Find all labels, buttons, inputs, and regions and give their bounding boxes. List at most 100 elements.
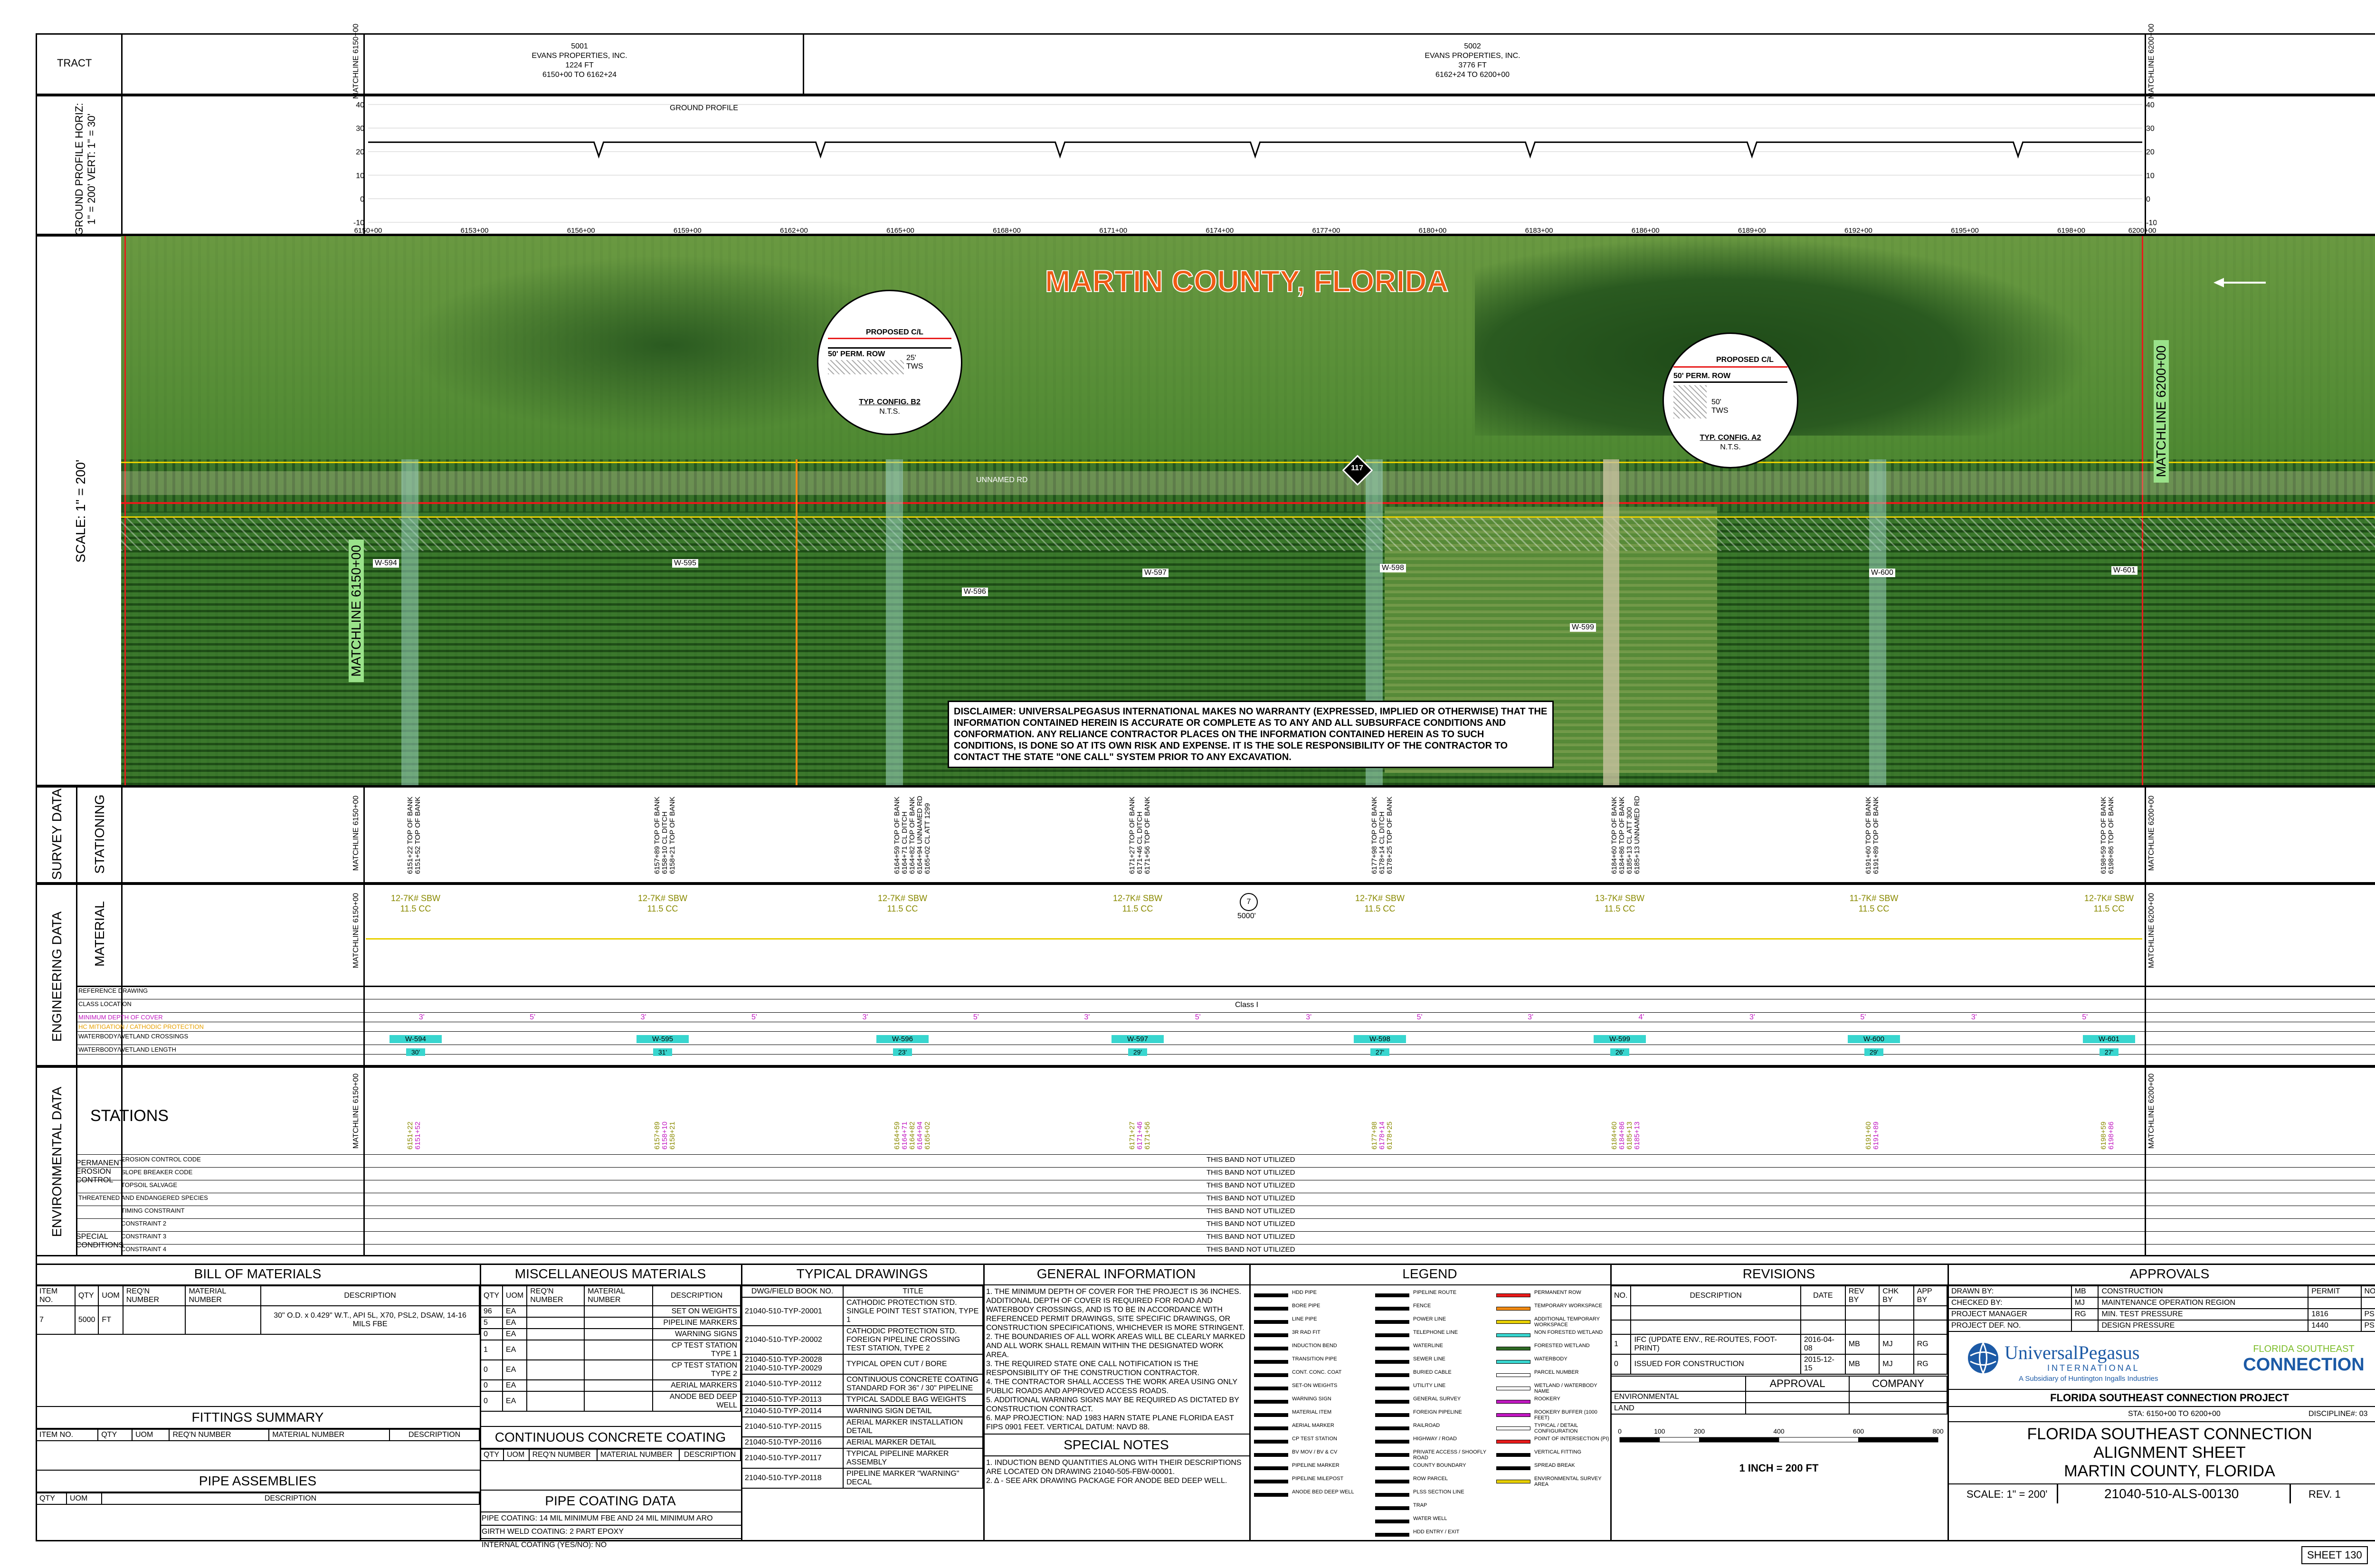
fittings-title: FITTINGS SUMMARY [36,1406,480,1429]
survey-matchline-left: MATCHLINE 6150+00 [352,795,360,871]
aerial-matchline-right: MATCHLINE 6200+00 [2154,340,2169,483]
aerial-scale-label: SCALE: 1" = 200' [73,459,88,563]
legend-symbol [1254,1333,1288,1337]
env-row-label: THREATENED AND ENDANGERED SPECIES [78,1194,208,1201]
fittings-table: ITEM NO. QTY UOM REQ'N NUMBER MATERIAL N… [35,1429,480,1441]
tract-parcel-2: 5002 EVANS PROPERTIES, INC. 3776 FT 6162… [1282,42,1662,80]
env-row-label: TOPSOIL SALVAGE [121,1181,178,1188]
survey-station-text: 6158+10 CL DITCH [661,811,669,874]
legend-symbol [1254,1413,1288,1417]
config-row: 50' PERM. ROW [1673,372,1731,380]
env-row-line [76,1218,2375,1219]
survey-station-text: 6185+13 CL ATT 300 [1625,807,1634,874]
appr-label: CHECKED BY: [1948,1297,2072,1309]
title-line-3: MARTIN COUNTY, FLORIDA [2064,1462,2275,1480]
env-station: 6177+98 [1370,1121,1378,1150]
special-note: 2. Δ - SEE ARK DRAWING PACKAGE FOR ANODE… [986,1477,1227,1485]
profile-station-tick: 6200+00 [2128,227,2156,235]
misc-cell: SET ON WEIGHTS [652,1305,741,1318]
env-station: 6164+82 [908,1121,916,1150]
legend-symbol [1496,1307,1530,1311]
tract-matchline-right: MATCHLINE 6200+00 [2147,23,2156,99]
bill-of-materials: BILL OF MATERIALS ITEM NO. QTY UOM REQ'N… [35,1264,480,1505]
misc-cell: PIPELINE MARKERS [652,1317,741,1329]
env-station: 6164+59 [893,1121,901,1150]
fit-h: REQ'N NUMBER [169,1429,270,1441]
legend-symbol [1375,1347,1409,1350]
wb-label: W-597 [1142,569,1168,577]
profile-y-tick: 0 [360,195,364,203]
legend-label: BURIED CABLE [1413,1369,1452,1375]
appr-label: MAINTENANCE OPERATION REGION [2098,1297,2309,1309]
typical-desc: AERIAL MARKER DETAIL [843,1436,983,1449]
eng-row-label: WATERBODY/WETLAND CROSSINGS [78,1033,189,1040]
typical-config-a2: PROPOSED C/L 50' PERM. ROW 50' TWS TYP. … [1662,333,1798,468]
side-divider [76,786,77,1256]
drawing-number: 21040-510-ALS-00130 [2104,1486,2239,1501]
scale-segment [1858,1437,1938,1443]
legend-label: MATERIAL ITEM [1292,1409,1332,1415]
typical-dwg: 21040-510-TYP-20118 [741,1468,844,1489]
title-line-1: FLORIDA SOUTHEAST CONNECTION [2027,1425,2312,1443]
typical-table: DWG/FIELD BOOK NO. TITLE 21040-510-TYP-2… [741,1285,983,1489]
legend-symbol [1254,1307,1288,1311]
env-station: 6158+10 [661,1121,669,1150]
eng-matchline-right: MATCHLINE 6200+00 [2147,893,2156,969]
bom-title: BILL OF MATERIALS [36,1264,480,1285]
appr-value: 1440 [2308,1320,2362,1332]
sbw-spacing: 11.5 CC [647,904,678,913]
config-row-line [1673,381,1787,383]
wb-label: W-595 [672,559,698,568]
legend-symbol [1375,1440,1409,1444]
rev-cell: IFC (UPDATE ENV., RE-ROUTES, FOOT-PRINT) [1630,1334,1801,1355]
approval-row: LAND [1610,1402,1746,1415]
typical-desc: CONTINUOUS CONCRETE COATING STANDARD FOR… [843,1374,983,1395]
cover-value: 3' [1084,1013,1090,1021]
legend-label: PARCEL NUMBER [1534,1369,1579,1375]
legend-symbol [1254,1440,1288,1444]
env-row-label: CONSTRAINT 3 [121,1233,167,1240]
legend-label: PIPELINE MILEPOST [1292,1476,1344,1482]
concrete-table: QTY UOM REQ'N NUMBER MATERIAL NUMBER DES… [480,1449,741,1461]
parcel-id: 5002 [1464,42,1481,50]
bom-h: MATERIAL NUMBER [185,1285,262,1306]
general-note: 2. THE BOUNDARIES OF ALL WORK AREAS WILL… [986,1333,1245,1359]
sbw-weights: 13-7K# SBW [1595,893,1645,903]
engineering-divider [76,986,2375,987]
config-centerline [1673,366,1787,368]
legend-symbol [1375,1506,1409,1510]
appr-label: PROJECT DEF. NO. [1948,1320,2072,1332]
sbw-spacing: 11.5 CC [2093,904,2125,913]
station-range: STA: 6150+00 TO 6200+00 [2128,1410,2221,1418]
legend-label: RAILROAD [1413,1423,1440,1428]
legend-label: SET-ON WEIGHTS [1292,1383,1338,1388]
profile-station-tick: 6153+00 [461,227,489,235]
survey-band [36,786,2375,884]
profile-station-tick: 6195+00 [1951,227,1979,235]
misc-cell [526,1391,585,1412]
disclaimer: DISCLAIMER: UNIVERSALPEGASUS INTERNATION… [948,701,1554,768]
survey-station-text: 6171+27 TOP OF BANK [1128,796,1136,874]
aerial-band [36,235,2375,786]
config-row: 50' PERM. ROW [828,350,885,358]
special-note: 1. INDUCTION BEND QUANTITIES ALONG WITH … [986,1459,1242,1476]
general-note: 6. MAP PROJECTION: NAD 1983 HARN STATE P… [986,1414,1234,1431]
parcel-range: 6162+24 TO 6200+00 [1435,71,1510,79]
rev-h: DESCRIPTION [1630,1285,1801,1306]
cc-h: UOM [503,1449,530,1461]
legend-symbol [1254,1453,1288,1457]
env-station: 6171+46 [1136,1121,1144,1150]
env-station: 6178+25 [1386,1121,1394,1150]
typical-dwg: 21040-510-TYP-20116 [741,1436,844,1449]
fsc-bottom: CONNECTION [2243,1355,2365,1375]
typ-h: DWG/FIELD BOOK NO. [741,1285,844,1298]
legend-symbol [1496,1466,1530,1470]
fsc-top: FLORIDA SOUTHEAST [2253,1344,2355,1354]
legend-label: CONT. CONC. COAT [1292,1369,1342,1375]
typical-drawings: TYPICAL DRAWINGS DWG/FIELD BOOK NO. TITL… [741,1264,983,1489]
rev-cell: 1 [1610,1334,1632,1355]
misc-cell: 0 [480,1379,503,1392]
sbw-spacing: 11.5 CC [887,904,918,913]
appr-value: PERMIT [2308,1285,2362,1298]
